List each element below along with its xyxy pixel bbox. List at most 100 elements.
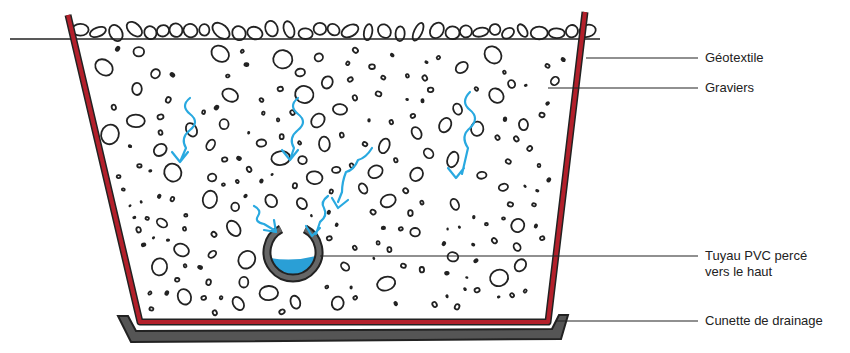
- pebble: [222, 157, 228, 162]
- pebble: [149, 67, 161, 80]
- pebble: [474, 287, 480, 293]
- pebble: [167, 21, 184, 39]
- pebble: [151, 141, 169, 158]
- pebble: [462, 287, 467, 292]
- pebble: [486, 86, 506, 106]
- pebble: [532, 203, 536, 207]
- pebble: [445, 150, 460, 169]
- pebble: [402, 187, 409, 194]
- pebble: [449, 198, 461, 212]
- pebble: [472, 26, 489, 38]
- pebble: [495, 135, 501, 141]
- pebble: [352, 47, 359, 54]
- pebble: [219, 296, 223, 300]
- pebble: [507, 202, 513, 207]
- pebble: [277, 86, 283, 91]
- pebble: [157, 114, 164, 120]
- pebble: [513, 135, 520, 142]
- pebble: [240, 49, 244, 53]
- pebble: [156, 193, 162, 200]
- pebble: [564, 23, 581, 40]
- pebble: [339, 22, 360, 40]
- pebble: [201, 189, 219, 209]
- pebble: [175, 278, 180, 282]
- leader-lines: [320, 58, 698, 321]
- pebble: [263, 192, 280, 209]
- pebble: [127, 144, 132, 149]
- pebble: [258, 178, 264, 185]
- pebble: [523, 184, 528, 188]
- pebble: [222, 183, 225, 186]
- pebble: [235, 155, 242, 162]
- pebble: [408, 210, 413, 216]
- pebble: [346, 61, 350, 66]
- pebble: [212, 310, 218, 316]
- pebble: [158, 130, 163, 135]
- pebble: [381, 226, 387, 231]
- pebble: [446, 228, 449, 231]
- pebble: [211, 231, 218, 238]
- pebble: [347, 76, 354, 82]
- pebble: [509, 216, 527, 234]
- pebble: [357, 182, 369, 195]
- pebble: [477, 171, 487, 179]
- pebble: [503, 116, 507, 121]
- pebble: [405, 98, 409, 101]
- pebble: [539, 112, 545, 117]
- pebble: [454, 303, 460, 310]
- pebble: [220, 86, 240, 104]
- pebble: [117, 175, 121, 178]
- pebble: [165, 96, 172, 103]
- pebble: [169, 71, 177, 79]
- pebble: [99, 122, 121, 146]
- pebble: [201, 296, 206, 301]
- pebble: [420, 200, 424, 205]
- pebble: [148, 291, 152, 295]
- pebble: [445, 294, 449, 299]
- pebble: [122, 188, 125, 191]
- pebble: [310, 214, 314, 218]
- pebble: [88, 25, 107, 39]
- pebble: [279, 309, 286, 315]
- pebble: [431, 301, 437, 308]
- pebble: [509, 292, 514, 297]
- pebble: [352, 95, 358, 101]
- pebble: [224, 218, 243, 239]
- pebble: [400, 263, 406, 268]
- pebble: [503, 70, 507, 74]
- pebble: [235, 179, 239, 183]
- pebble: [270, 173, 274, 177]
- pebble: [398, 227, 403, 231]
- pebble: [485, 223, 488, 225]
- part-label: Cunette de drainage: [703, 313, 825, 329]
- pebble: [295, 196, 309, 211]
- pebble: [375, 22, 393, 41]
- pebble: [318, 136, 330, 151]
- pebble: [197, 264, 204, 270]
- pebble: [134, 47, 145, 56]
- pebble: [339, 132, 344, 137]
- pebble: [523, 289, 527, 293]
- part-label: Graviers: [703, 80, 756, 96]
- pebble: [139, 200, 143, 204]
- pebble: [352, 245, 357, 251]
- pebble: [549, 75, 560, 86]
- pebble: [148, 169, 152, 173]
- pebble: [393, 300, 399, 307]
- pebble: [389, 52, 395, 58]
- pebble: [145, 216, 149, 220]
- pebble: [292, 183, 297, 189]
- pebble: [151, 258, 168, 277]
- pebble: [515, 23, 529, 39]
- pebble: [313, 23, 326, 35]
- pebble: [183, 227, 187, 231]
- pebble: [111, 104, 116, 110]
- pebble: [295, 68, 306, 77]
- pebble: [289, 294, 302, 310]
- pebble: [175, 287, 193, 307]
- pebble: [140, 242, 147, 248]
- pebble: [280, 134, 284, 139]
- pebble: [424, 60, 429, 65]
- pebble: [367, 118, 371, 122]
- pebble: [306, 171, 323, 185]
